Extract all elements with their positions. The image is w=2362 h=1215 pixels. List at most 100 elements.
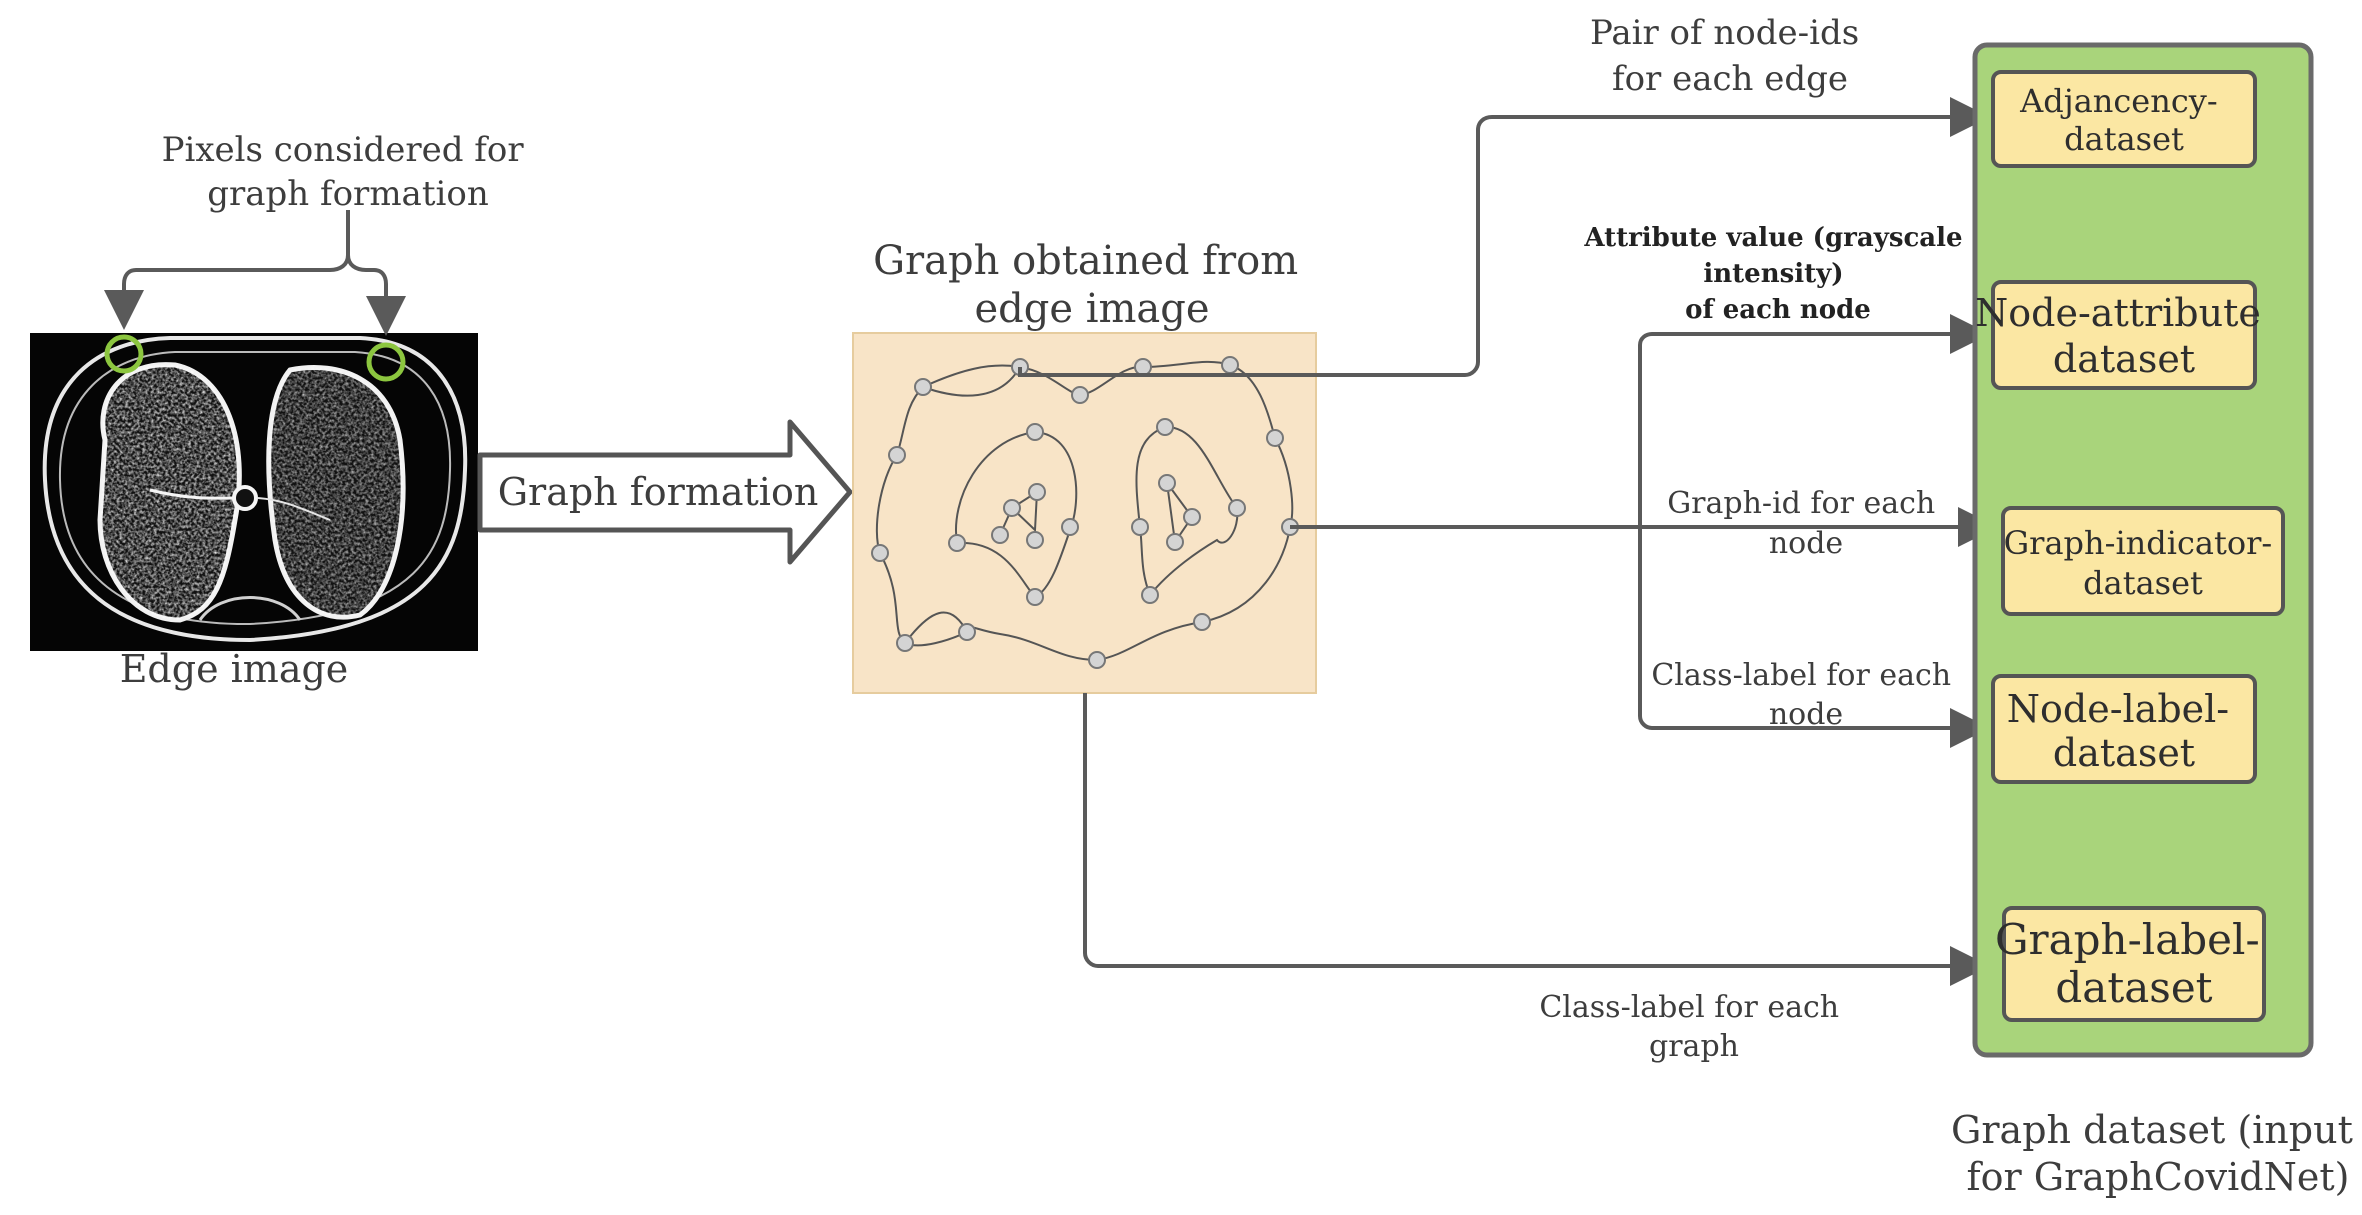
dataset-adjacency: Adjancency- dataset (1991, 70, 2257, 168)
label-pairs-line-2: for each edge (1612, 59, 1848, 99)
right-lung-texture (268, 367, 404, 618)
label-graph-class-line-2: graph (1649, 1029, 1739, 1064)
pixels-label: Pixels considered for graph formation (162, 130, 535, 214)
dataset-box (1991, 70, 2257, 168)
label-graph-class-line-1: Class-label for each (1539, 990, 1839, 1025)
graph-node (1166, 533, 1184, 551)
dataset-label-line-2: dataset (2064, 120, 2184, 158)
dataset-label-line-1: Node-label- (2007, 687, 2229, 731)
spine (198, 596, 302, 621)
body-outline (42, 336, 468, 643)
graph-label-line-2: edge image (974, 286, 1209, 332)
graph-formation-arrow: Graph formation (477, 419, 853, 565)
graph-node (1026, 588, 1044, 606)
graph-node (1141, 586, 1159, 604)
graph-dataset-container: Adjancency- dataset Node-attribute datas… (1972, 42, 2314, 1058)
dataset-label: Node-attribute dataset (1975, 291, 2273, 381)
dataset-label-line-2: dataset (2055, 963, 2212, 1012)
graph-node (1003, 499, 1021, 517)
graph-node (1071, 386, 1089, 404)
dataset-label-line-2: dataset (2053, 337, 2195, 381)
bronchus (149, 488, 235, 500)
connector-adjacency (1018, 97, 1990, 377)
pixels-label-line-2: graph formation (207, 174, 488, 214)
dataset-box (2002, 906, 2266, 1022)
dataset-box (2001, 506, 2285, 616)
graph-node (1026, 423, 1044, 441)
pixels-bracket (104, 210, 406, 336)
left-lung-texture (100, 364, 240, 620)
bracket-right (346, 254, 406, 336)
label-attribute-line-3: of each node (1685, 295, 1871, 325)
connectors (1018, 97, 1998, 986)
graph-node (1228, 499, 1246, 517)
dataset-label-line-1: Graph-indicator- (2004, 524, 2273, 562)
graph-edge-top (922, 366, 1021, 397)
graph-node (1088, 651, 1106, 669)
label-node-class-line-1: Class-label for each (1651, 658, 1951, 693)
graph-node (1158, 474, 1176, 492)
dataset-label: Graph-indicator- dataset (2004, 524, 2283, 602)
block-arrow-icon (477, 419, 853, 565)
graph-edge-bottom (904, 611, 968, 644)
dataset-label-line-1: Node-attribute (1975, 291, 2261, 335)
graph-node (1193, 613, 1211, 631)
graph-node (1221, 356, 1239, 374)
graph-node (871, 544, 889, 562)
dataset-label: Graph-label- dataset (1995, 915, 2273, 1012)
graph-formation-label: Graph formation (498, 470, 819, 514)
bronchus-right (257, 497, 331, 521)
label-node-class-line-2: node (1769, 697, 1843, 732)
label-attribute-line-1: Attribute value (grayscale (1583, 223, 1962, 253)
label-node-class: Class-label for each node (1651, 658, 1960, 732)
connector-graph-label (1083, 693, 1990, 986)
graph-inner-edges-right (1166, 482, 1194, 545)
graph-inner-loop-left (955, 430, 1078, 599)
label-graph-id: Graph-id for each node (1667, 486, 1945, 561)
bracket-left (104, 210, 350, 330)
dataset-label: Adjancency- dataset (2019, 82, 2228, 158)
graph-node (914, 378, 932, 396)
dataset-label-line-2: dataset (2083, 564, 2203, 602)
label-pairs-line-1: Pair of node-ids (1590, 13, 1859, 53)
edge-image (30, 333, 478, 651)
label-graph-id-line-1: Graph-id for each (1667, 486, 1935, 521)
label-graph-id-line-2: node (1769, 526, 1843, 561)
trachea (232, 485, 258, 511)
graph-node (1134, 358, 1152, 376)
dataset-label-line-1: Graph-label- (1995, 915, 2260, 964)
dataset-label-line-1: Adjancency- (2019, 82, 2217, 120)
graph-node (1266, 429, 1284, 447)
graph-node (896, 634, 914, 652)
graph-node (1028, 483, 1046, 501)
container-label-line-1: Graph dataset (input (1951, 1108, 2353, 1152)
pixels-label-line-1: Pixels considered for (162, 130, 525, 170)
dataset-label-line-2: dataset (2053, 731, 2195, 775)
graph-node (1061, 518, 1079, 536)
highlight-circle-right (366, 342, 406, 382)
dataset-box (1991, 280, 2257, 390)
label-graph-class: Class-label for each graph (1539, 990, 1848, 1064)
graph-node (958, 623, 976, 641)
graph-node (1156, 418, 1174, 436)
graph-node (1026, 531, 1044, 549)
graph-node (888, 446, 906, 464)
dataset-label: Node-label- dataset (2007, 687, 2242, 775)
dataset-node-label: Node-label- dataset (1991, 674, 2257, 784)
dataset-box (1991, 674, 2257, 784)
connector-node-label (1638, 527, 1990, 748)
graph-node (1131, 518, 1149, 536)
graph-label: Graph obtained from edge image (873, 238, 1311, 332)
label-pairs: Pair of node-ids for each edge (1590, 13, 1870, 99)
connector-node-attribute (1638, 314, 1990, 527)
container-label: Graph dataset (input for GraphCovidNet) (1951, 1108, 2362, 1199)
label-attribute-line-2: intensity) (1703, 259, 1843, 289)
edge-image-label: Edge image (120, 647, 349, 691)
graph-node (948, 534, 966, 552)
highlight-circle-left (104, 334, 144, 374)
dataset-graph-label: Graph-label- dataset (1995, 906, 2273, 1022)
dataset-node-attribute: Node-attribute dataset (1975, 280, 2273, 390)
label-attribute: Attribute value (grayscale intensity) of… (1583, 223, 1971, 325)
graph-node (1183, 508, 1201, 526)
